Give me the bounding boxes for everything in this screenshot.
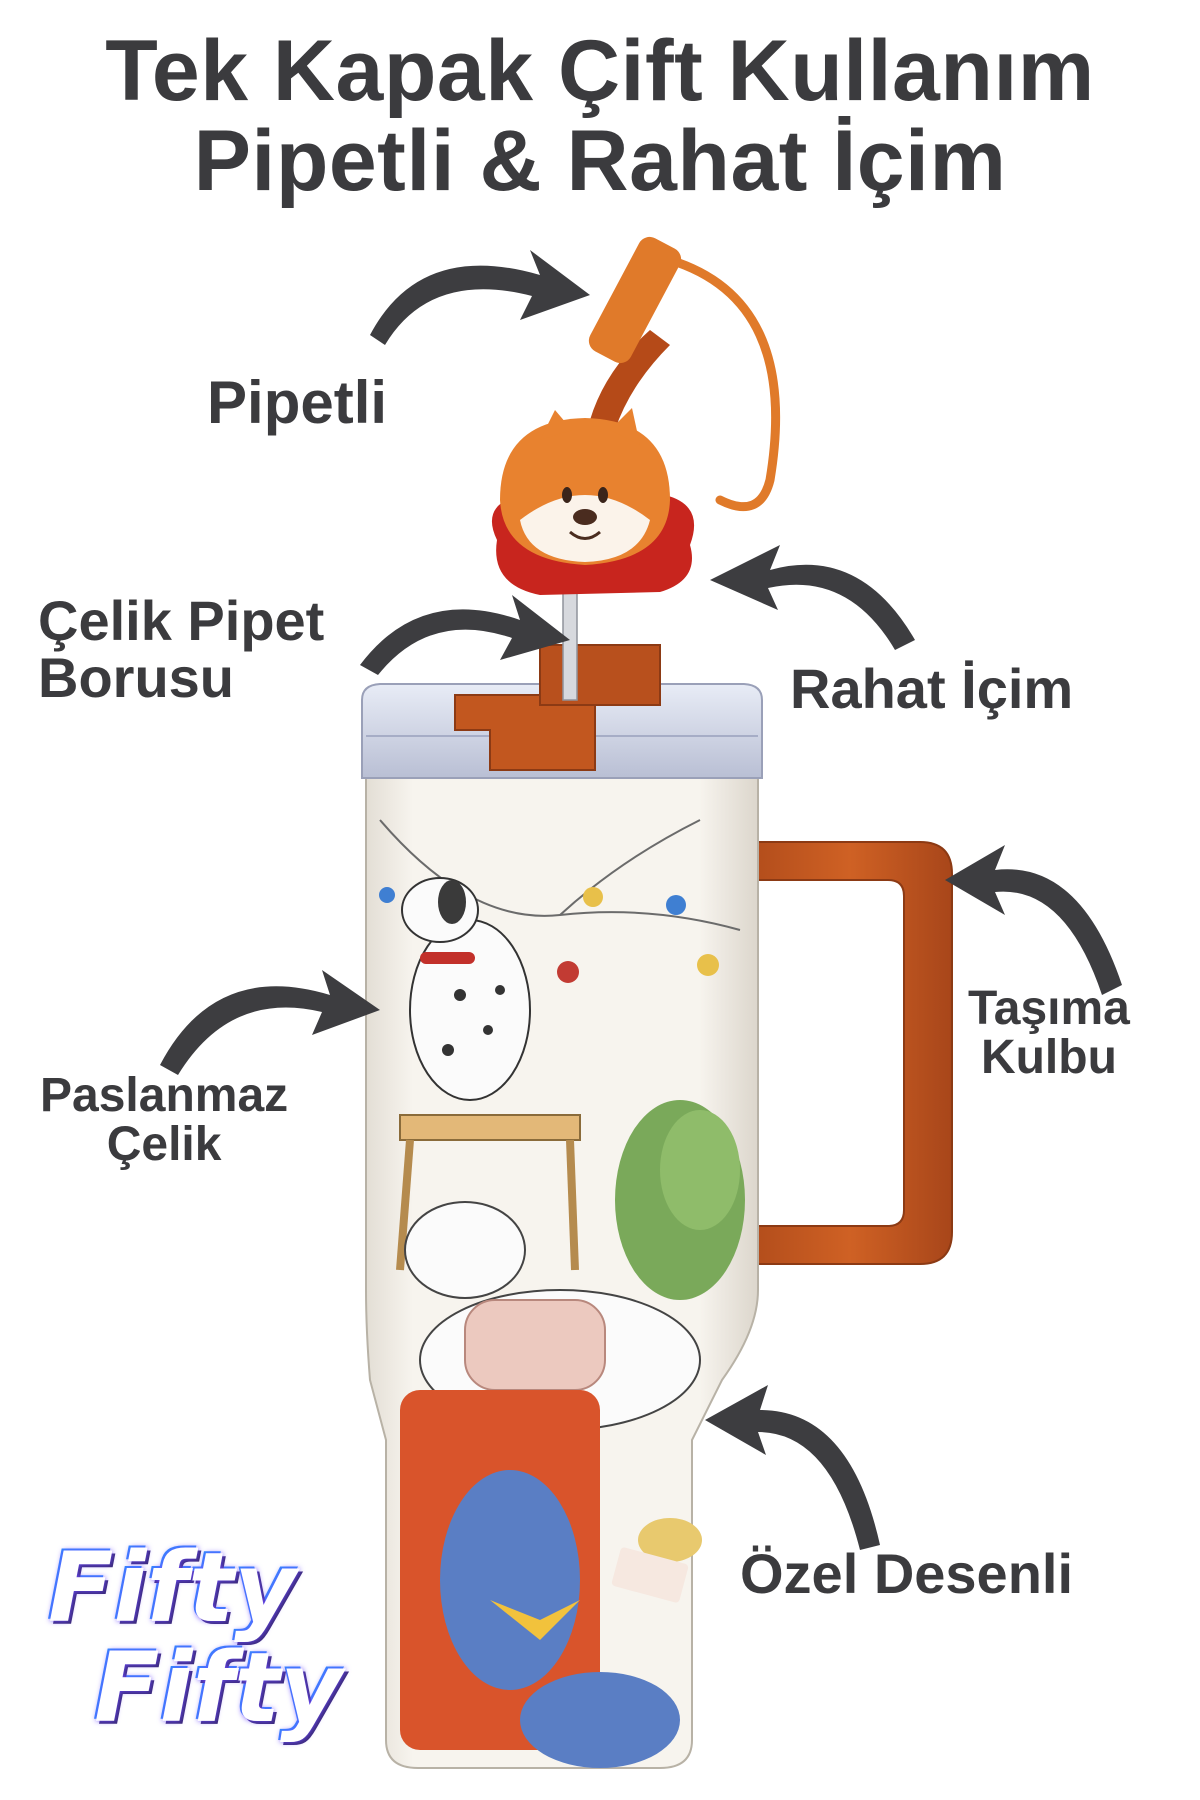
page-title-line1: Tek Kapak Çift Kullanım (105, 23, 1095, 119)
callout-steel-straw: Çelik Pipet Borusu (38, 592, 324, 706)
curved-arrow-icon (160, 250, 1122, 1550)
callout-pattern: Özel Desenli (740, 1542, 1074, 1605)
callout-stainless-line1: Paslanmaz (40, 1069, 289, 1122)
callout-handle-line2: Kulbu (980, 1030, 1117, 1084)
callout-straw: Pipetli (207, 369, 388, 436)
logo-line2: Fifty (94, 1632, 343, 1744)
callout-stainless: Paslanmaz Çelik (40, 1069, 289, 1171)
callout-stainless-line2: Çelik (106, 1117, 222, 1171)
steel-straw (562, 236, 781, 701)
tumbler-lid (361, 644, 763, 779)
carry-handle (747, 841, 953, 1265)
callout-steel-straw-line2: Borusu (38, 646, 234, 710)
callout-easy-drink: Rahat İçim (790, 657, 1074, 720)
callout-handle-line1: Taşıma (968, 982, 1130, 1035)
page-title-line2: Pipetli & Rahat İçim (193, 113, 1007, 209)
tumbler-body (365, 774, 759, 1769)
callout-steel-straw-line1: Çelik Pipet (38, 589, 325, 652)
brand-logo: Fifty Fifty (48, 1532, 343, 1770)
shiba-dog-cap-icon (491, 408, 695, 595)
callout-handle: Taşıma Kulbu (968, 982, 1130, 1084)
logo-line1: Fifty (48, 1532, 297, 1644)
